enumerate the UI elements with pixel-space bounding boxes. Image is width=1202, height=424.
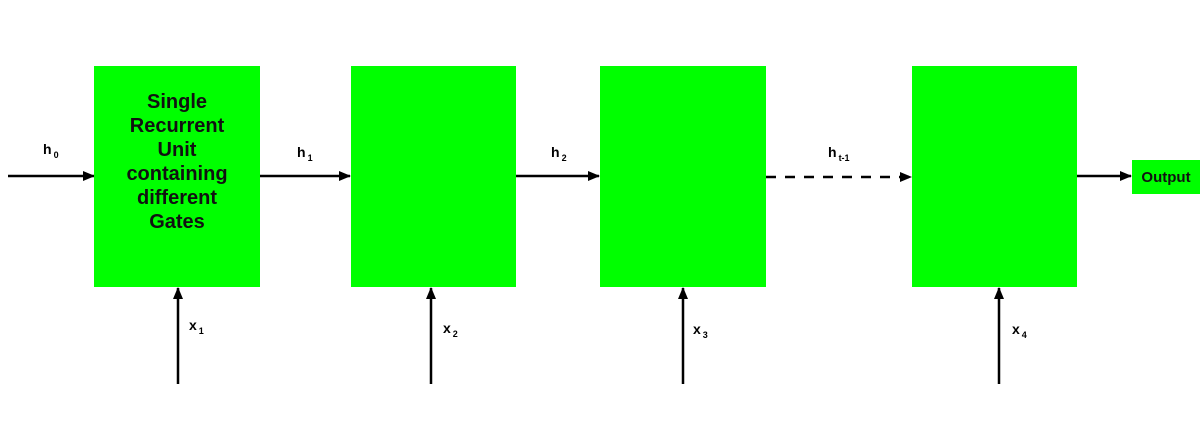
recurrent-unit-3	[600, 66, 766, 287]
unit-description: Single Recurrent Unit containing differe…	[126, 91, 228, 233]
recurrent-unit-1: Single Recurrent Unit containing differe…	[94, 66, 260, 287]
output-node: Output	[1132, 160, 1200, 194]
recurrent-unit-2	[351, 66, 516, 287]
recurrent-unit-4	[912, 66, 1077, 287]
